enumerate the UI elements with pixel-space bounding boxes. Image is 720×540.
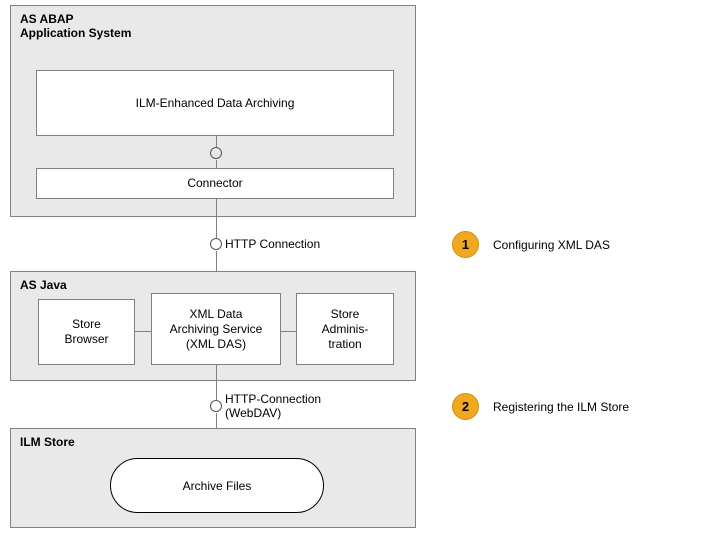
- node-ilm-enhanced-data-archiving: ILM-Enhanced Data Archiving: [36, 70, 394, 136]
- node-store-administration: Store Adminis- tration: [296, 293, 394, 365]
- legend-label-2: Registering the ILM Store: [493, 399, 630, 414]
- connector-line-interface-to-connector: [216, 160, 217, 169]
- zone-as-abap-title: AS ABAP Application System: [20, 12, 132, 40]
- node-store-browser: Store Browser: [38, 299, 135, 365]
- zone-as-java-title: AS Java: [20, 278, 67, 292]
- node-archive-files: Archive Files: [110, 458, 324, 513]
- node-xml-data-archiving-service: XML Data Archiving Service (XML DAS): [151, 293, 281, 365]
- legend-badge-1: 1: [452, 231, 479, 258]
- legend-label-1: Configuring XML DAS: [493, 237, 610, 252]
- node-connector: Connector: [36, 168, 394, 199]
- connector-line-archiving-to-interface: [216, 136, 217, 148]
- legend-badge-2: 2: [452, 393, 479, 420]
- connector-line-xml-das-to-store-administration: [281, 331, 297, 332]
- legend-item-2: 2 Registering the ILM Store: [452, 393, 629, 420]
- legend-item-1: 1 Configuring XML DAS: [452, 231, 610, 258]
- connector-line-connector-to-http: [216, 198, 217, 238]
- zone-ilm-store-title: ILM Store: [20, 435, 75, 449]
- interface-circle-http-connection: [210, 238, 222, 250]
- interface-circle-connector: [210, 147, 222, 159]
- connection-label-http-connection: HTTP Connection: [225, 237, 321, 251]
- interface-circle-webdav-connection: [210, 400, 222, 412]
- connector-line-webdav-to-ilm-store: [216, 413, 217, 429]
- connection-label-webdav-connection: HTTP-Connection (WebDAV): [225, 392, 322, 420]
- connector-line-as-java-to-webdav: [216, 365, 217, 400]
- connector-line-browser-to-xml-das: [135, 331, 152, 332]
